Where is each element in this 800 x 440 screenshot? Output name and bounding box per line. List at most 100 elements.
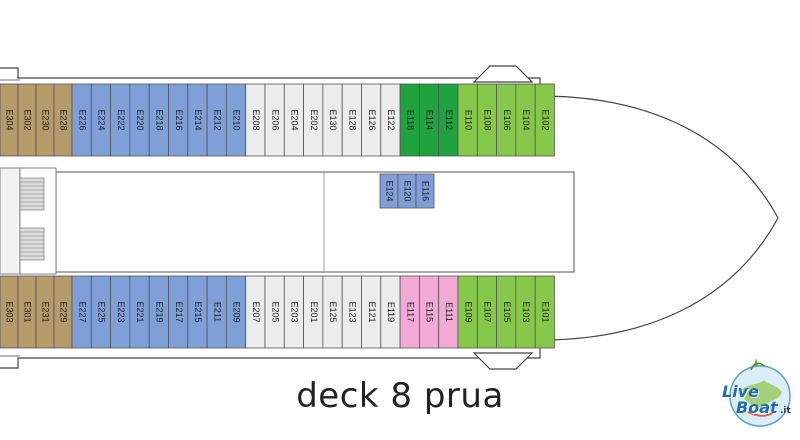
cabin-E220: E220 bbox=[129, 83, 150, 157]
cabin-label: E202 bbox=[309, 109, 319, 130]
cabin-E229: E229 bbox=[53, 275, 73, 349]
cabin-label: E105 bbox=[502, 301, 512, 322]
cabin-label: E120 bbox=[403, 180, 413, 201]
cabin-label: E212 bbox=[212, 109, 222, 130]
cabin-label: E226 bbox=[77, 109, 87, 130]
cabin-label: E121 bbox=[367, 301, 377, 322]
cabin-E104: E104 bbox=[515, 83, 536, 157]
cabin-E124: E124 bbox=[379, 173, 399, 209]
cabin-label: E118 bbox=[405, 110, 415, 130]
cabin-E209: E209 bbox=[225, 275, 247, 349]
cabin-E223: E223 bbox=[110, 275, 131, 349]
cabin-label: E227 bbox=[77, 301, 87, 322]
bridge-wing-upper bbox=[472, 65, 534, 83]
cabin-E202: E202 bbox=[303, 83, 324, 157]
cabin-label: E128 bbox=[347, 109, 357, 130]
cabin-label: E219 bbox=[154, 301, 164, 322]
cabin-label: E225 bbox=[97, 301, 107, 322]
cabin-E128: E128 bbox=[341, 83, 362, 157]
cabin-label: E119 bbox=[386, 302, 396, 322]
cabin-E106: E106 bbox=[496, 83, 517, 157]
cabin-label: E303 bbox=[5, 301, 15, 322]
cabin-label: E218 bbox=[154, 109, 164, 130]
cabin-label: E228 bbox=[59, 109, 69, 130]
cabin-label: E109 bbox=[463, 301, 473, 322]
cabin-label: E230 bbox=[41, 109, 51, 130]
cabin-E123: E123 bbox=[341, 275, 362, 349]
cabin-label: E125 bbox=[328, 301, 338, 322]
cabin-label: E108 bbox=[483, 109, 493, 130]
cabin-E203: E203 bbox=[283, 275, 304, 349]
cabin-label: E123 bbox=[347, 301, 357, 322]
cabin-label: E117 bbox=[405, 302, 415, 322]
cabin-label: E201 bbox=[309, 301, 319, 322]
cabin-E114: E114 bbox=[418, 83, 440, 157]
cabin-E201: E201 bbox=[303, 275, 324, 349]
cabin-E125: E125 bbox=[322, 275, 343, 349]
cabin-box bbox=[534, 275, 555, 349]
cabin-label: E302 bbox=[23, 109, 33, 130]
cabin-E108: E108 bbox=[476, 83, 497, 157]
cabin-label: E126 bbox=[367, 109, 377, 130]
cabin-E107: E107 bbox=[476, 275, 497, 349]
cabin-box bbox=[415, 173, 435, 209]
logo-text-top: Live bbox=[722, 382, 759, 401]
cabin-E217: E217 bbox=[168, 275, 189, 349]
cabin-label: E221 bbox=[135, 301, 145, 322]
cabin-E303: E303 bbox=[0, 275, 19, 349]
cabin-label: E104 bbox=[521, 109, 531, 130]
cabin-label: E101 bbox=[540, 301, 550, 322]
cabin-label: E207 bbox=[251, 301, 261, 322]
cabin-E116: E116 bbox=[415, 173, 435, 209]
cabin-label: E222 bbox=[116, 109, 126, 130]
cabin-E130: E130 bbox=[322, 83, 343, 157]
cabin-label: E115 bbox=[425, 302, 435, 322]
cabin-label: E210 bbox=[232, 109, 242, 130]
cabin-label: E110 bbox=[463, 110, 473, 130]
cabin-E102: E102 bbox=[534, 83, 555, 157]
cabin-label: E304 bbox=[5, 109, 15, 130]
cabin-E208: E208 bbox=[245, 83, 266, 157]
cabin-label: E215 bbox=[193, 301, 203, 322]
cabin-E231: E231 bbox=[35, 275, 55, 349]
cabin-label: E124 bbox=[385, 180, 395, 201]
cabin-E216: E216 bbox=[168, 83, 189, 157]
liveboat-logo: Live Boat .it bbox=[718, 352, 798, 436]
globe-icon bbox=[729, 358, 791, 427]
cabin-E228: E228 bbox=[53, 83, 73, 157]
cabin-label: E203 bbox=[290, 301, 300, 322]
cabin-E205: E205 bbox=[264, 275, 285, 349]
cabin-E105: E105 bbox=[496, 275, 517, 349]
cabin-E112: E112 bbox=[438, 83, 459, 157]
cabin-E221: E221 bbox=[129, 275, 150, 349]
cabin-label: E106 bbox=[502, 109, 512, 130]
cabin-label: E208 bbox=[251, 109, 261, 130]
cabin-label: E211 bbox=[212, 302, 222, 322]
cabin-E219: E219 bbox=[148, 275, 169, 349]
cabin-E210: E210 bbox=[225, 83, 247, 157]
cabin-E126: E126 bbox=[361, 83, 382, 157]
cabin-label: E103 bbox=[521, 301, 531, 322]
cabin-E302: E302 bbox=[17, 83, 37, 157]
central-corridor bbox=[55, 171, 575, 273]
logo-text-suffix: .it bbox=[780, 406, 791, 416]
cabin-E215: E215 bbox=[187, 275, 208, 349]
cabin-E101: E101 bbox=[534, 275, 555, 349]
cabin-E214: E214 bbox=[187, 83, 208, 157]
cabin-label: E206 bbox=[270, 109, 280, 130]
cabin-E103: E103 bbox=[515, 275, 536, 349]
cabin-E227: E227 bbox=[71, 275, 92, 349]
cabin-E115: E115 bbox=[418, 275, 440, 349]
cabin-label: E229 bbox=[59, 301, 69, 322]
cabin-label: E217 bbox=[174, 301, 184, 322]
cabin-E109: E109 bbox=[457, 275, 478, 349]
cabin-E225: E225 bbox=[90, 275, 112, 349]
cabin-E121: E121 bbox=[361, 275, 382, 349]
cabin-E301: E301 bbox=[17, 275, 37, 349]
cabin-E212: E212 bbox=[206, 83, 227, 157]
cabin-label: E112 bbox=[444, 110, 454, 130]
cabin-label: E214 bbox=[193, 109, 203, 130]
bridge-wing-lower bbox=[472, 352, 534, 370]
